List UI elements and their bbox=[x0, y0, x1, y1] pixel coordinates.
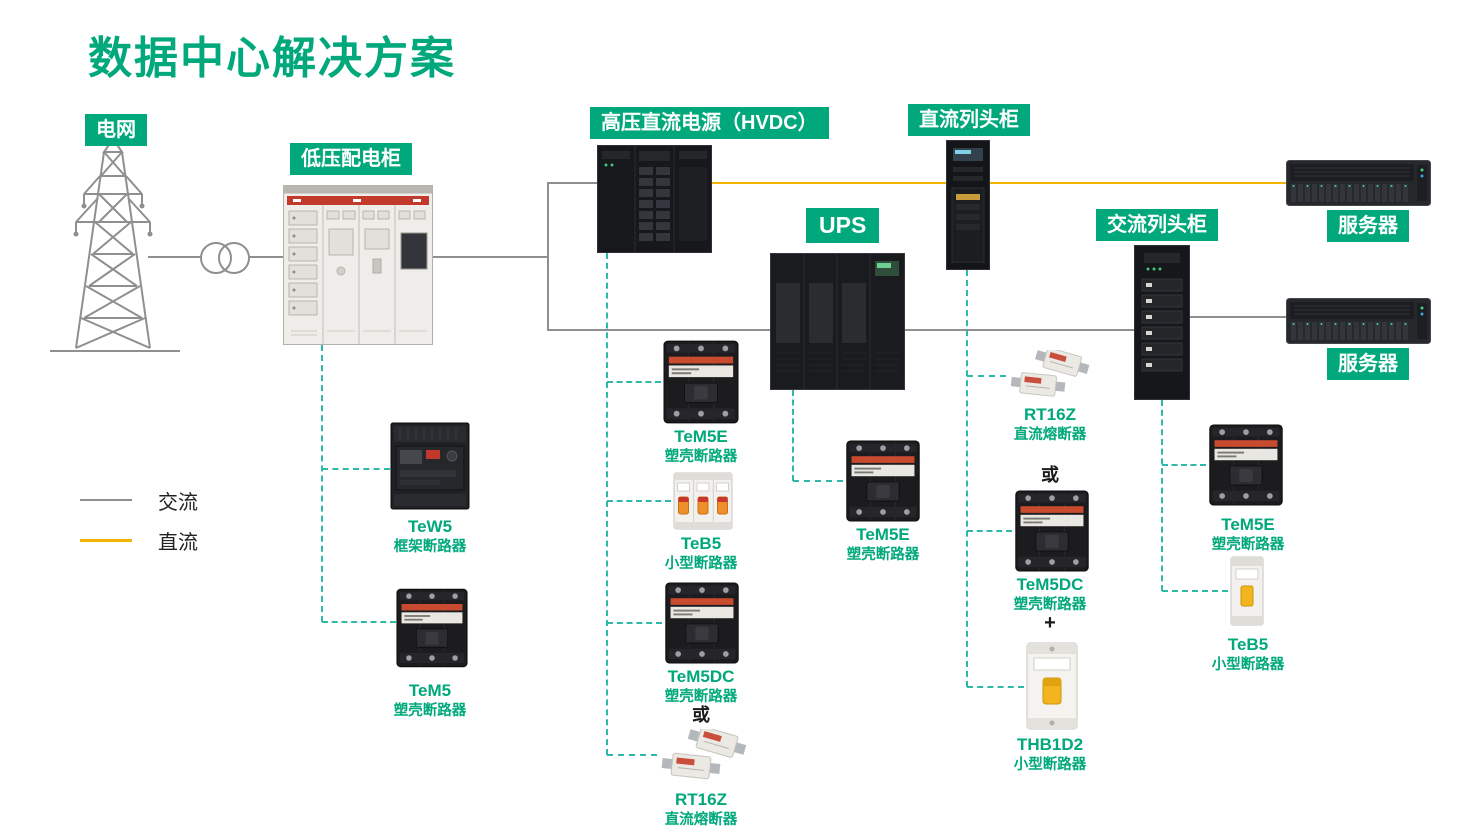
badge-ups: UPS bbox=[806, 208, 880, 243]
product-label-teb5-acrow: TeB5 小型断路器 bbox=[1188, 634, 1308, 675]
or-word-hvdc: 或 bbox=[692, 705, 710, 725]
legend: 交流 直流 bbox=[80, 480, 198, 560]
product-type: 直流熔断器 bbox=[1013, 427, 1087, 444]
dash-hvdc-to-teb5 bbox=[607, 500, 671, 502]
product-type: 塑壳断路器 bbox=[846, 547, 920, 564]
dash-hvdc-to-tem5e bbox=[607, 381, 661, 383]
product-type: 塑壳断路器 bbox=[664, 449, 738, 466]
product-label-tem5e-hvdc: TeM5E 塑壳断路器 bbox=[640, 426, 762, 467]
product-type: 塑壳断路器 bbox=[1013, 597, 1087, 614]
dash-hvdc-to-tem5dc bbox=[607, 622, 662, 624]
dash-acrow-vertical bbox=[1161, 400, 1163, 591]
dash-dcrow-to-rt16z bbox=[967, 375, 1006, 377]
tem5dc-dcrow-breaker-image bbox=[1014, 490, 1090, 572]
tem5dc-hvdc-breaker-image bbox=[664, 582, 740, 664]
dash-dcrow-to-tem5dc bbox=[967, 530, 1012, 532]
product-name: THB1D2 bbox=[1016, 735, 1084, 754]
badge-server-dc: 服务器 bbox=[1327, 210, 1409, 242]
product-type: 小型断路器 bbox=[1013, 757, 1087, 774]
line-lv-to-junction bbox=[431, 256, 549, 258]
badge-server-ac: 服务器 bbox=[1327, 348, 1409, 380]
line-junction-to-hvdc bbox=[547, 182, 599, 184]
product-name: TeM5E bbox=[856, 525, 910, 544]
legend-row-dc: 直流 bbox=[80, 520, 198, 560]
dash-dcrow-vertical bbox=[966, 270, 968, 687]
ground-line bbox=[50, 350, 180, 352]
teb5-acrow-breaker-image bbox=[1230, 556, 1264, 626]
dash-acrow-to-teb5 bbox=[1162, 590, 1228, 592]
badge-grid: 电网 bbox=[85, 114, 147, 146]
tem5e-acrow-breaker-image bbox=[1208, 424, 1284, 506]
legend-row-ac: 交流 bbox=[80, 480, 198, 520]
product-name: TeB5 bbox=[680, 534, 722, 553]
product-name: RT16Z bbox=[1024, 405, 1076, 424]
product-label-rt16z-hvdc: RT16Z 直流熔断器 bbox=[640, 789, 762, 830]
product-label-tem5dc-hvdc: TeM5DC 塑壳断路器 bbox=[640, 666, 762, 707]
product-name: TeM5E bbox=[674, 427, 728, 446]
dash-hvdc-vertical bbox=[606, 253, 608, 755]
product-type: 框架断路器 bbox=[393, 539, 467, 556]
dash-lv-vertical bbox=[321, 345, 323, 622]
product-name: TeB5 bbox=[1227, 635, 1269, 654]
badge-lv-cabinet: 低压配电柜 bbox=[290, 143, 412, 175]
product-type: 塑壳断路器 bbox=[664, 689, 738, 706]
product-type: 直流熔断器 bbox=[664, 812, 738, 829]
rt16z-dcrow-fuse-image bbox=[1008, 350, 1096, 402]
server-ac-image bbox=[1286, 298, 1431, 344]
tem5e-hvdc-breaker-image bbox=[663, 340, 739, 424]
product-name: TeM5 bbox=[408, 681, 452, 700]
line-junction-vertical bbox=[547, 183, 549, 331]
product-name: TeW5 bbox=[407, 517, 453, 536]
transformer-symbol bbox=[196, 240, 254, 276]
legend-label-dc: 直流 bbox=[158, 531, 198, 554]
dc-line-swatch bbox=[80, 538, 132, 542]
badge-ac-row: 交流列头柜 bbox=[1096, 209, 1218, 241]
dash-hvdc-to-rt16z bbox=[607, 754, 657, 756]
product-name: RT16Z bbox=[675, 790, 727, 809]
product-label-tem5dc-dcrow: TeM5DC 塑壳断路器 bbox=[990, 574, 1110, 615]
page-title: 数据中心解决方案 bbox=[88, 34, 456, 83]
server-dc-image bbox=[1286, 160, 1431, 206]
dash-lv-to-tem5 bbox=[322, 621, 396, 623]
thb1d2-breaker-image bbox=[1026, 642, 1078, 730]
ups-cabinet-image bbox=[770, 253, 905, 390]
tem5e-ups-breaker-image bbox=[845, 440, 921, 522]
product-label-rt16z-dcrow: RT16Z 直流熔断器 bbox=[990, 404, 1110, 445]
product-type: 塑壳断路器 bbox=[393, 703, 467, 720]
rt16z-hvdc-fuse-image bbox=[660, 728, 752, 786]
product-label-tem5e-ups: TeM5E 塑壳断路器 bbox=[822, 524, 944, 565]
teb5-hvdc-breaker-image bbox=[673, 472, 733, 530]
tew5-breaker-image bbox=[390, 422, 470, 510]
badge-hvdc: 高压直流电源（HVDC） bbox=[590, 107, 829, 139]
line-acrow-to-server-ac bbox=[1188, 316, 1290, 318]
plus-word-dcrow: + bbox=[1044, 612, 1056, 634]
dash-ups-vertical bbox=[792, 390, 794, 481]
product-label-tew5: TeW5 框架断路器 bbox=[368, 516, 492, 557]
ac-line-swatch bbox=[80, 499, 132, 501]
product-type: 小型断路器 bbox=[1211, 657, 1285, 674]
dc-row-cabinet-image bbox=[946, 140, 990, 270]
product-label-teb5-hvdc: TeB5 小型断路器 bbox=[640, 533, 762, 574]
or-word-dcrow: 或 bbox=[1041, 465, 1059, 485]
line-hvdc-to-server-dc bbox=[710, 182, 1292, 184]
product-type: 塑壳断路器 bbox=[1211, 537, 1285, 554]
dash-dcrow-to-thb1d2 bbox=[967, 686, 1024, 688]
product-name: TeM5E bbox=[1221, 515, 1275, 534]
badge-dc-row: 直流列头柜 bbox=[908, 104, 1030, 136]
dash-acrow-to-tem5e bbox=[1162, 464, 1206, 466]
product-label-tem5e-acrow: TeM5E 塑壳断路器 bbox=[1188, 514, 1308, 555]
product-label-thb1d2: THB1D2 小型断路器 bbox=[990, 734, 1110, 775]
tem5-breaker-image bbox=[396, 588, 468, 668]
product-name: TeM5DC bbox=[667, 667, 735, 686]
hvdc-cabinet-image bbox=[597, 145, 712, 253]
dash-ups-to-tem5e bbox=[793, 480, 843, 482]
product-type: 小型断路器 bbox=[664, 556, 738, 573]
product-label-tem5: TeM5 塑壳断路器 bbox=[368, 680, 492, 721]
lv-distribution-cabinet-image bbox=[283, 185, 433, 345]
legend-label-ac: 交流 bbox=[158, 491, 198, 514]
product-name: TeM5DC bbox=[1016, 575, 1084, 594]
ac-row-cabinet-image bbox=[1134, 245, 1190, 400]
power-tower-image bbox=[48, 136, 178, 351]
dash-lv-to-tew5 bbox=[322, 468, 390, 470]
